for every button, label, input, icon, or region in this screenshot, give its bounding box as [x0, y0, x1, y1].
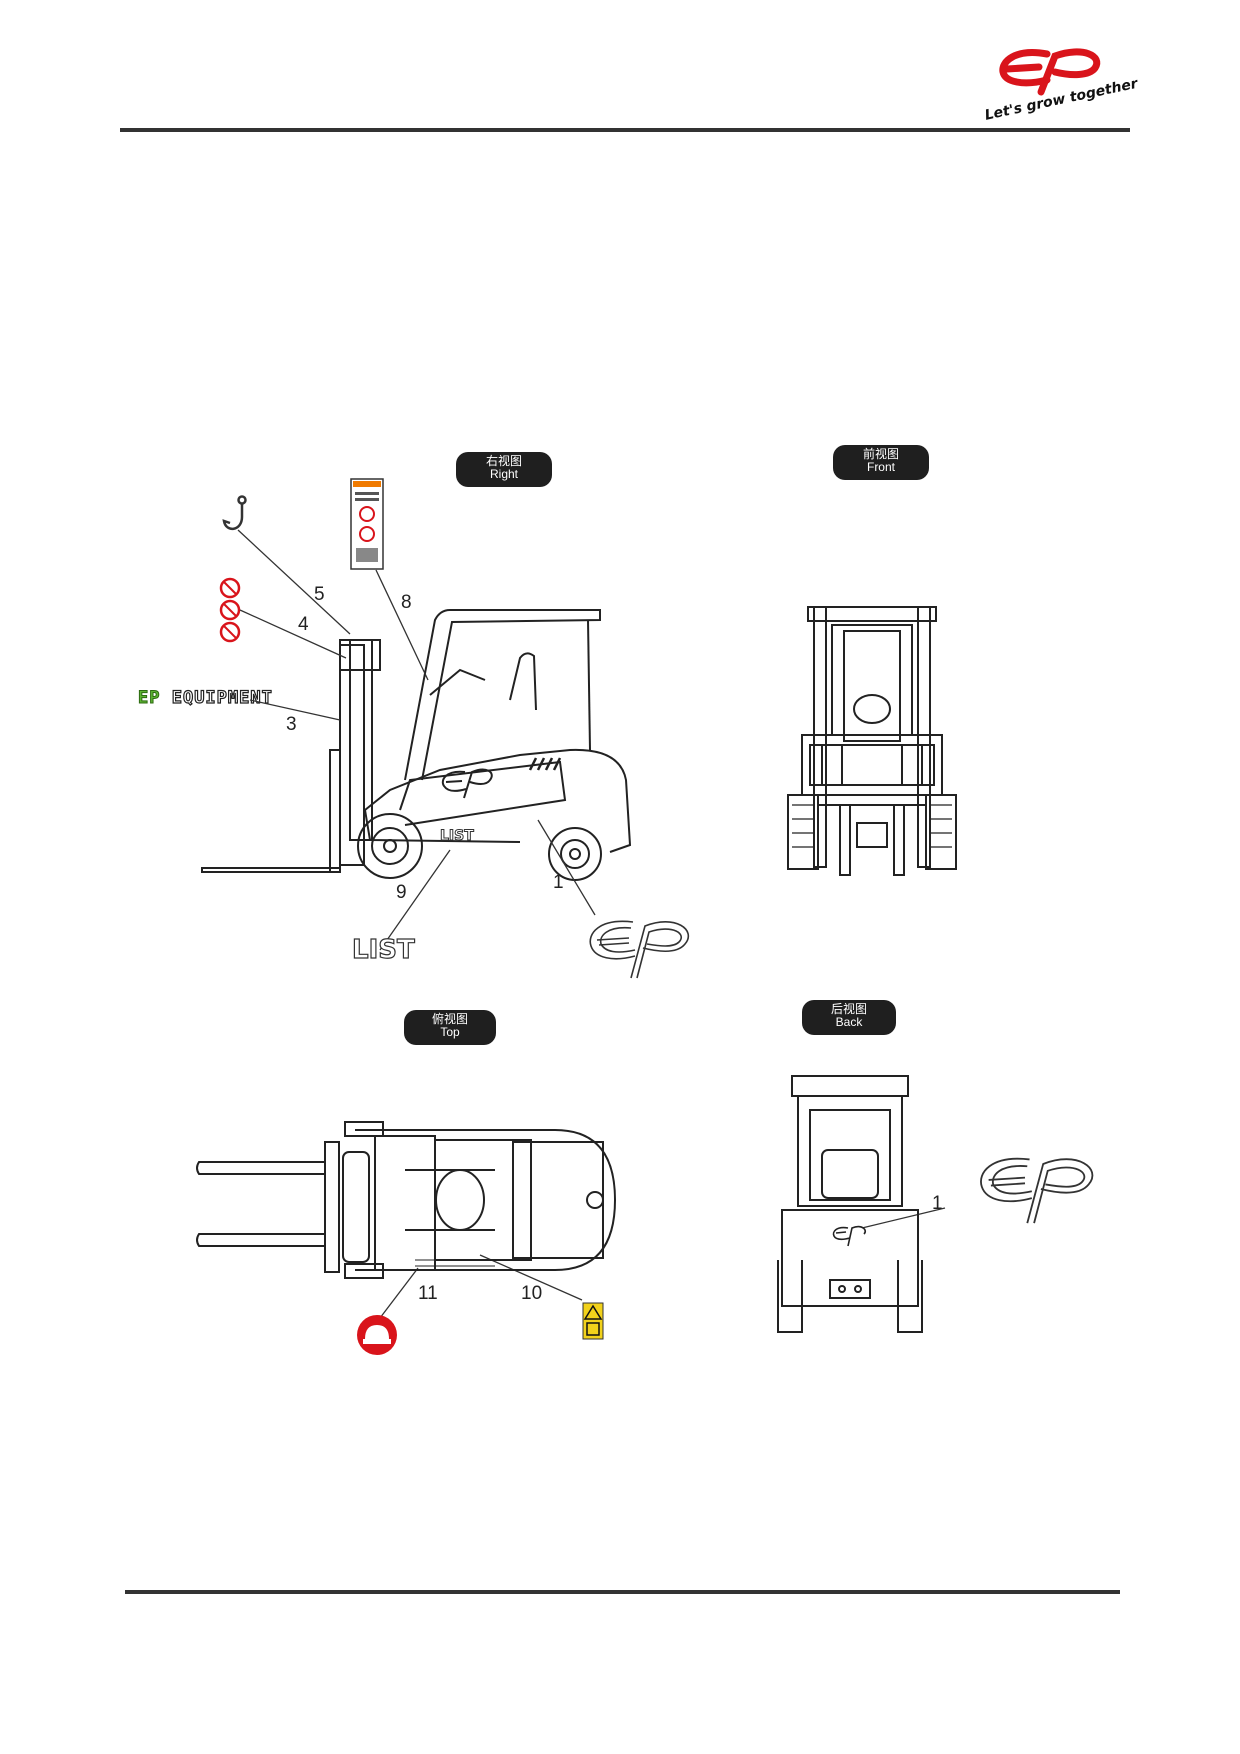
- lifting-hook-icon: [222, 495, 247, 530]
- ep-equipment-decal: EP EQUIPMENT: [137, 687, 273, 709]
- ep-logo-icon: [999, 48, 1101, 96]
- forklift-front-view-drawing: [787, 606, 957, 876]
- view-front-en: Front: [866, 460, 895, 474]
- ep-outline-decal-icon: [589, 920, 690, 979]
- ep-outline-decal-back-icon: [980, 1157, 1094, 1224]
- view-back-en: Back: [835, 1015, 863, 1029]
- view-back-cn: 后视图: [830, 1002, 867, 1016]
- view-top-cn: 俯视图: [431, 1012, 468, 1026]
- callout-3: 3: [286, 714, 297, 735]
- callout-8: 8: [401, 592, 412, 613]
- view-front-cn: 前视图: [862, 447, 899, 461]
- callout-1-back: 1: [932, 1193, 943, 1214]
- forklift-right-view-drawing: LIST: [201, 609, 632, 881]
- safety-warning-sticker-icon: [350, 478, 384, 570]
- callout-11: 11: [418, 1283, 438, 1304]
- callout-10: 10: [521, 1283, 543, 1304]
- header-rule: [120, 128, 1130, 132]
- callout-9: 9: [396, 882, 407, 903]
- footer-rule: [125, 1590, 1120, 1594]
- callout-4: 4: [298, 614, 309, 635]
- callout-1-right: 1: [553, 872, 564, 893]
- view-pill-top: 俯视图 Top: [404, 1010, 496, 1045]
- svg-text:LIST: LIST: [440, 828, 474, 844]
- view-pill-back: 后视图 Back: [802, 1000, 896, 1035]
- warning-triangle-label-icon: [582, 1302, 604, 1340]
- ep-equipment-suffix: EQUIPMENT: [160, 687, 273, 708]
- view-top-en: Top: [440, 1025, 460, 1039]
- prohibition-signs-icon: [219, 577, 241, 643]
- forklift-back-view-drawing: [777, 1075, 923, 1333]
- view-pill-front: 前视图 Front: [833, 445, 929, 480]
- view-pill-right: 右视图 Right: [456, 452, 552, 487]
- callout-5: 5: [314, 584, 325, 605]
- safety-helmet-sign-icon: [357, 1315, 397, 1355]
- view-right-cn: 右视图: [485, 454, 522, 468]
- ep-equipment-prefix: EP: [137, 688, 161, 709]
- view-right-en: Right: [489, 467, 518, 481]
- list-decal: LIST: [351, 934, 415, 965]
- forklift-top-view-drawing: [196, 1121, 617, 1279]
